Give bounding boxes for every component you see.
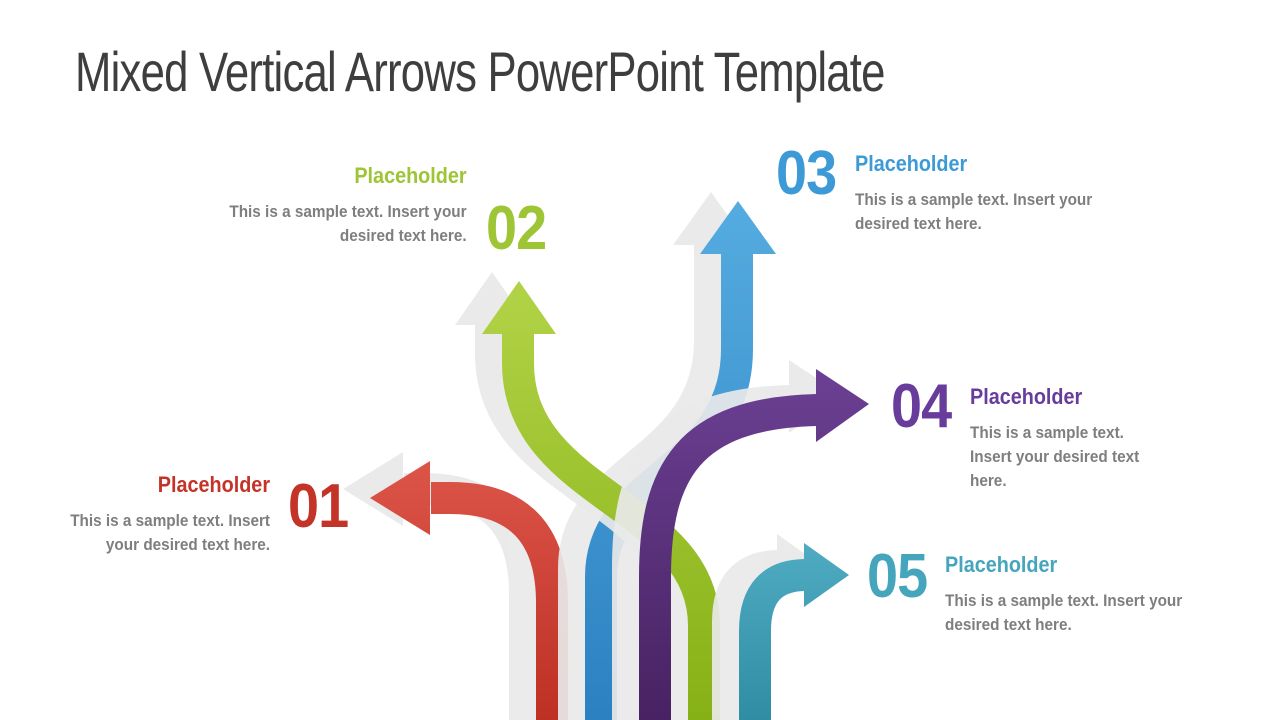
item-03-text: Placeholder This is a sample text. Inser… (855, 151, 1093, 236)
item-05-heading: Placeholder (945, 552, 1058, 577)
arrow-04-purple (612, 360, 869, 720)
item-03-number: 03 (776, 139, 837, 208)
arrow-05-teal (712, 534, 849, 720)
item-05-body-line-2: desired text here. (945, 615, 1072, 635)
item-02-number: 02 (486, 194, 547, 263)
item-01-body-line-1: This is a sample text. Insert (70, 511, 270, 531)
item-03-body-line-2: desired text here. (855, 214, 982, 234)
arrow-01-tail (431, 482, 568, 720)
item-04-heading: Placeholder (970, 384, 1083, 409)
item-02-body-line-1: This is a sample text. Insert your (229, 202, 467, 222)
arrow-04-tail (639, 394, 818, 720)
arrow-01-red (343, 452, 568, 720)
arrow-05-head (804, 543, 849, 607)
item-02-body-line-2: desired text here. (340, 226, 467, 246)
arrow-03-head (700, 201, 776, 254)
arrow-02-tail (502, 329, 720, 720)
item-04-body-line-3: here. (970, 471, 1007, 491)
item-01-body-line-2: your desired text here. (105, 535, 270, 555)
item-01-number: 01 (288, 472, 349, 541)
item-03-heading: Placeholder (855, 151, 968, 176)
item-04-body-line-2: Insert your desired text (970, 447, 1140, 467)
item-04-text: Placeholder This is a sample text. Inser… (970, 384, 1140, 493)
item-05-text: Placeholder This is a sample text. Inser… (945, 552, 1183, 637)
item-02-text: Placeholder This is a sample text. Inser… (229, 163, 467, 248)
arrow-04-head (816, 369, 869, 442)
item-01-text: Placeholder This is a sample text. Inser… (70, 472, 270, 557)
item-04-number: 04 (891, 372, 952, 441)
item-01-heading: Placeholder (157, 472, 270, 497)
item-02-heading: Placeholder (354, 163, 467, 188)
arrow-01-head (370, 461, 430, 535)
arrow-02-head (482, 281, 556, 334)
item-05-number: 05 (867, 542, 928, 611)
item-04-body-line-1: This is a sample text. (970, 423, 1124, 443)
arrow-05-tail (739, 559, 807, 720)
item-03-body-line-1: This is a sample text. Insert your (855, 190, 1093, 210)
item-05-body-line-1: This is a sample text. Insert your (945, 591, 1183, 611)
slide-title: Mixed Vertical Arrows PowerPoint Templat… (75, 40, 885, 103)
